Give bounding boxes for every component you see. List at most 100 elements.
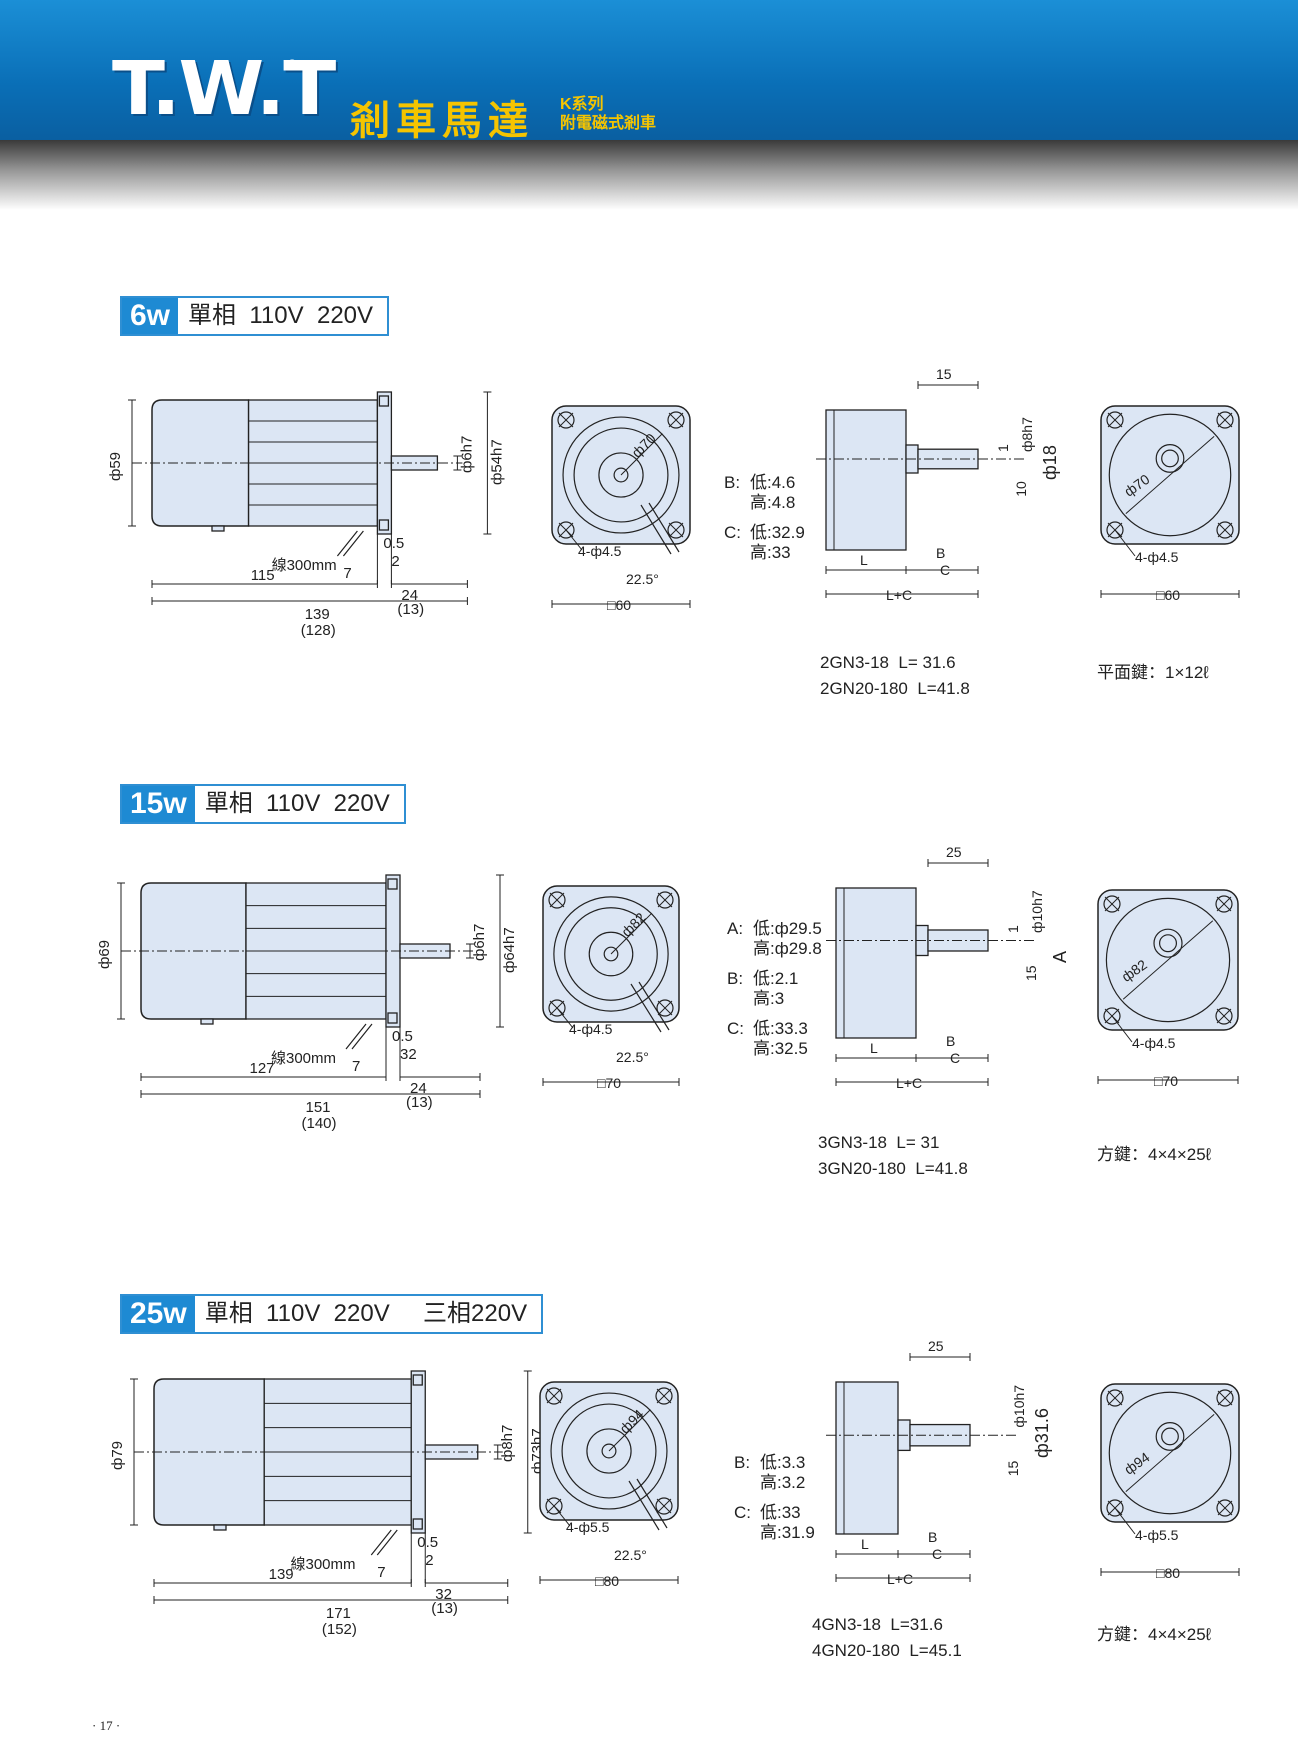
b-label: B (946, 1033, 955, 1049)
shaft-dia-label: ф6h7 (471, 924, 488, 961)
mount-hole (656, 999, 674, 1017)
spec-b-low: 低:2.1 (753, 969, 799, 988)
flange-label: 32 (400, 1046, 417, 1063)
page-number: · 17 · (92, 1718, 121, 1733)
key-label: 1 (1005, 925, 1021, 933)
len-label: 115 (251, 567, 275, 584)
b-label: B (928, 1529, 937, 1545)
model-line: 3GN20-180 L=41.8 (818, 1159, 968, 1178)
model-line: 4GN3-18 L=31.6 (812, 1615, 943, 1634)
shaft-label: ф10h7 (1029, 890, 1045, 933)
mount-hole (667, 411, 685, 429)
mount-hole (656, 891, 674, 909)
holes-label: 4-ф4.5 (578, 543, 622, 559)
holes-label: 4-ф4.5 (1132, 1035, 1176, 1051)
flange-bolt (378, 395, 390, 407)
hole-mark (1217, 522, 1233, 538)
pcd-leader (1122, 920, 1214, 1000)
model-line: 2GN3-18 L= 31.6 (820, 653, 956, 672)
spec-c-high: 高:32.5 (753, 1039, 808, 1058)
mount-hole (1103, 895, 1121, 913)
c-label: C (940, 562, 950, 578)
mount-hole (557, 411, 575, 429)
shaft-boss (1153, 928, 1183, 958)
square-label: □60 (607, 597, 631, 613)
lead-wire (630, 981, 670, 1033)
model-line: 2GN20-180 L=41.8 (820, 679, 970, 698)
flange-bolt (387, 878, 398, 890)
cable-boss (200, 1018, 214, 1025)
holes-label: 4-ф5.5 (566, 1519, 610, 1535)
l-label: L (861, 1536, 869, 1552)
shaft-inner (1158, 934, 1177, 953)
flange-bolt (412, 1374, 423, 1386)
shaft-boss (1155, 444, 1185, 473)
holes-label: 4-ф4.5 (1135, 549, 1179, 565)
spec-b-label: B: (727, 969, 744, 988)
flange-bolt (412, 1518, 423, 1530)
registered-mark: ® (287, 56, 298, 72)
pilot-dia-label: ф54h7 (488, 439, 505, 485)
key-label: 1 (995, 444, 1011, 452)
lc-label: L+C (886, 587, 912, 603)
d7-label: 7 (377, 1564, 385, 1581)
face-ring (1105, 897, 1231, 1023)
hole-mark (558, 412, 574, 428)
hole-leader (556, 1007, 574, 1029)
face-ring (1108, 1391, 1232, 1515)
wire-label: 線300mm (271, 1050, 336, 1067)
square-label: □70 (1154, 1073, 1178, 1089)
cable-boss (213, 1524, 227, 1531)
pcd-circle (553, 896, 669, 1012)
boss-label: ф18 (1040, 445, 1060, 480)
pcd-leader (610, 912, 653, 955)
total-alt-label: (128) (301, 622, 336, 639)
mount-hole (1216, 1499, 1234, 1517)
spec-c-label: C: (724, 523, 741, 542)
spec-c-high: 高:33 (750, 543, 791, 562)
mount-hole (1103, 1007, 1121, 1025)
lc-label: L+C (887, 1571, 913, 1587)
holes-label: 4-ф5.5 (1135, 1527, 1179, 1543)
inner-ring (561, 1403, 657, 1499)
lc-label: L+C (896, 1075, 922, 1091)
hole-mark (1107, 412, 1123, 428)
page-title: 剎車馬達 (350, 98, 534, 144)
square-label: □80 (595, 1573, 619, 1589)
spec-c-low: 低:33 (760, 1503, 801, 1522)
section-header-25w: 25w 單相 110V 220V 三相220V (120, 1294, 544, 1334)
len-label: 127 (250, 1060, 275, 1077)
hole-mark (549, 892, 565, 908)
subtitle-label: 附電磁式剎車 (560, 115, 657, 132)
mount-hole (557, 521, 575, 539)
hub-ring (588, 931, 634, 977)
square-label: □70 (597, 1075, 621, 1091)
hole-mark (668, 412, 684, 428)
square-label: □80 (1156, 1565, 1180, 1581)
mount-hole (1106, 411, 1124, 429)
shaft-len-label: 24 (401, 587, 418, 604)
mount-hole (655, 1387, 673, 1405)
power-label: 15w (122, 786, 195, 822)
shaft-inner (1161, 1427, 1179, 1446)
model-line: 3GN3-18 L= 31 (818, 1133, 940, 1152)
inner-ring (564, 907, 658, 1001)
pcd-circle (562, 416, 680, 534)
angle-label: 22.5° (616, 1049, 649, 1065)
hub-ring (598, 452, 644, 498)
total-label: 139 (305, 606, 330, 623)
shaft-hole (601, 1443, 617, 1459)
spec-c-low: 低:33.3 (753, 1019, 808, 1038)
gearbox-side-view (825, 409, 907, 551)
hole-mark (668, 522, 684, 538)
shaft-len-label: 32 (435, 1586, 452, 1603)
gap-label: 0.5 (383, 535, 404, 552)
mount-hole (548, 999, 566, 1017)
mount-hole (548, 891, 566, 909)
flange-bolt (387, 1012, 398, 1024)
l-label: L (860, 552, 868, 568)
dim10-label: 15 (1023, 965, 1039, 981)
lead-wire (345, 1023, 373, 1050)
mount-hole (655, 1497, 673, 1515)
